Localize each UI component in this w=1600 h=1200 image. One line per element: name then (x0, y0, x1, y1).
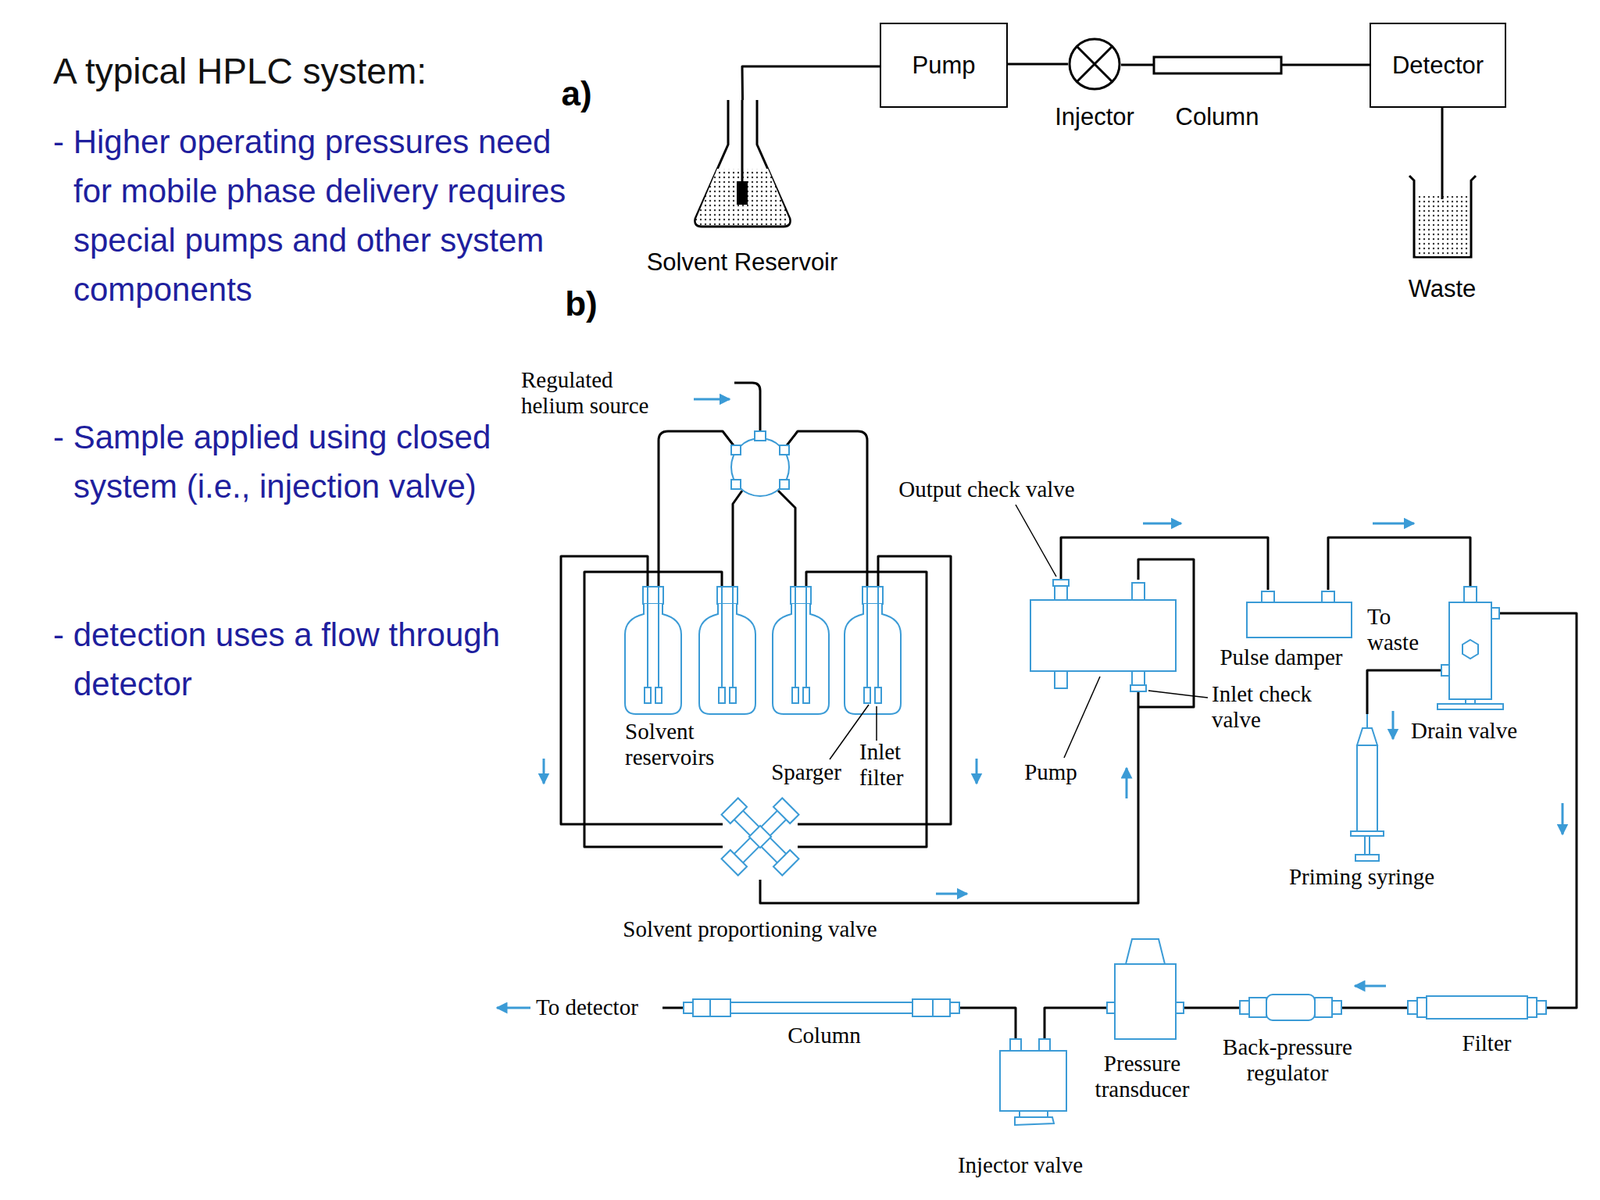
part-outline (1030, 579, 1176, 692)
node-text: Pump (1024, 759, 1078, 786)
tubing-connector (1495, 613, 1577, 1008)
group-label: Solvent reservoirs (625, 718, 743, 772)
tubing-connector (742, 66, 880, 100)
tubing-connector (1007, 63, 1068, 66)
pump-box: Pump (879, 22, 1008, 108)
part-label: Inlet check valve (1211, 681, 1329, 734)
panel-letter: a) (560, 74, 592, 114)
part-outline (1246, 589, 1352, 638)
node-text: Injector (1054, 103, 1135, 132)
part-outline (1067, 37, 1122, 91)
tubing-connector (1367, 670, 1446, 715)
priming-syringe: Priming syringe (1349, 714, 1386, 863)
pump-head: Pump (1030, 579, 1176, 692)
part-label: Sparger (771, 759, 842, 786)
tubing-connector (1060, 537, 1268, 590)
part-outline (996, 1039, 1071, 1125)
node-text: Column (1175, 103, 1260, 132)
panel-letter: b) (564, 284, 598, 324)
back-pressure-regulator: Back-pressure regulator (1239, 994, 1342, 1021)
injector-symbol: Injector (1067, 37, 1122, 91)
tubing-connector (1044, 1007, 1108, 1040)
part-label: Output check valve (898, 476, 1075, 503)
pressure-transducer: Pressure transducer (1107, 939, 1184, 1041)
flow-label: To detector (535, 994, 639, 1021)
bullet-text: - Higher operating pressures need for mo… (53, 117, 574, 315)
part-label: Inlet filter (859, 739, 916, 792)
node-text: Pulse damper (1219, 644, 1343, 671)
part-outline (1445, 586, 1496, 710)
detector-box: Detector (1369, 22, 1507, 108)
column: Column (683, 997, 960, 1018)
drain-valve: Drain valve (1445, 586, 1496, 710)
tubing-connector (1341, 1007, 1408, 1010)
part-outline (1239, 994, 1342, 1021)
bullet-text: - Sample applied using closed system (i.… (53, 412, 574, 511)
tubing-connector (1441, 107, 1444, 176)
node-text: Priming syringe (1289, 864, 1435, 890)
waste-beaker: Waste (1407, 175, 1478, 261)
solvent-flask: Solvent Reservoir (693, 100, 792, 227)
node-text: Solvent Reservoir (646, 248, 839, 277)
source-label: Regulated helium source (521, 367, 682, 420)
solvent-proportioning-valve: Solvent proportioning valve (717, 793, 804, 880)
node-text: Drain valve (1410, 717, 1518, 744)
part-outline (1407, 175, 1478, 261)
part-outline (1407, 994, 1547, 1021)
node-text: Detector (1392, 51, 1484, 80)
pulse-damper: Pulse damper (1246, 589, 1352, 638)
node-text: Back-pressure regulator (1209, 1034, 1366, 1087)
node-text: Solvent proportioning valve (622, 916, 877, 943)
node-text: Pump (912, 51, 976, 80)
node-text: Column (787, 1022, 861, 1049)
column-symbol: Column (1153, 57, 1282, 74)
node-text: Injector valve (957, 1152, 1083, 1179)
node-text: Pressure transducer (1079, 1050, 1205, 1104)
injector-valve: Injector valve (996, 1039, 1071, 1125)
tubing-connector (1183, 1007, 1240, 1010)
bullet-text: - detection uses a flow through detector (53, 610, 574, 709)
tubing-connector (1328, 537, 1471, 590)
part-outline (693, 100, 792, 227)
inline-filter: Filter (1407, 994, 1547, 1021)
title: A typical HPLC system: (53, 50, 427, 93)
tubing-connector (959, 1007, 1016, 1040)
node-text: Filter (1462, 1030, 1512, 1057)
flow-label: To waste (1367, 603, 1430, 657)
tubing-connector (760, 691, 1139, 904)
node-text: Waste (1408, 275, 1477, 304)
tubing-connector (1121, 64, 1154, 67)
part-outline (1349, 714, 1386, 863)
tubing-connector (1281, 64, 1370, 67)
part-outline (683, 997, 960, 1018)
part-outline (717, 793, 804, 880)
part-outline (1107, 939, 1184, 1041)
part-outline (1153, 57, 1282, 74)
